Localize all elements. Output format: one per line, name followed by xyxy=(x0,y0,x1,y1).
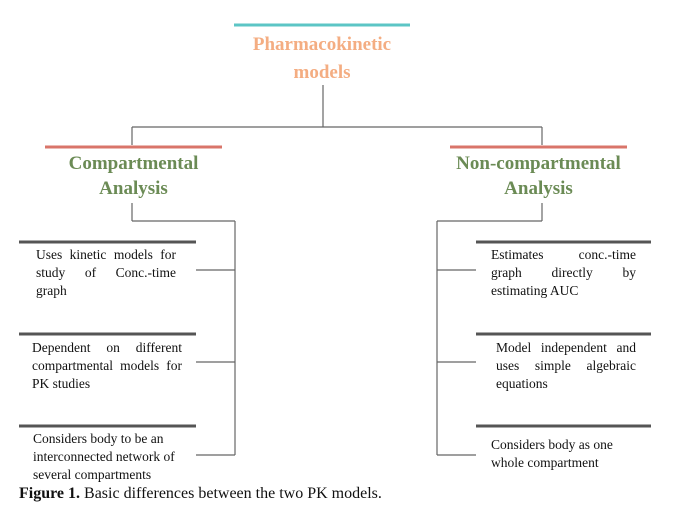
left-branch-heading: Compartmental Analysis xyxy=(68,153,199,199)
caption-text: Basic differences between the two PK mod… xyxy=(80,485,382,502)
left-item-1: Uses kinetic models for study of Conc.-t… xyxy=(36,247,176,298)
left-item-2: Dependent on different compartmental mod… xyxy=(32,340,182,391)
top-connector xyxy=(131,85,543,145)
right-bracket xyxy=(436,203,543,456)
right-branch-heading: Non-compartmental Analysis xyxy=(456,153,621,199)
right-item-3: Considers body as one whole compartment xyxy=(491,437,613,470)
left-bracket xyxy=(131,203,236,456)
figure-caption: Figure 1. Basic differences between the … xyxy=(19,485,659,503)
right-item-1: Estimates conc.-time graph directly by e… xyxy=(491,247,636,298)
left-item-3: Considers body to be an interconnected n… xyxy=(33,431,175,482)
right-item-2: Model independent and uses simple algebr… xyxy=(496,340,636,391)
caption-label: Figure 1. xyxy=(19,485,81,502)
box-bars xyxy=(19,240,651,428)
diagram-title: Pharmacokinetic models xyxy=(252,34,392,83)
